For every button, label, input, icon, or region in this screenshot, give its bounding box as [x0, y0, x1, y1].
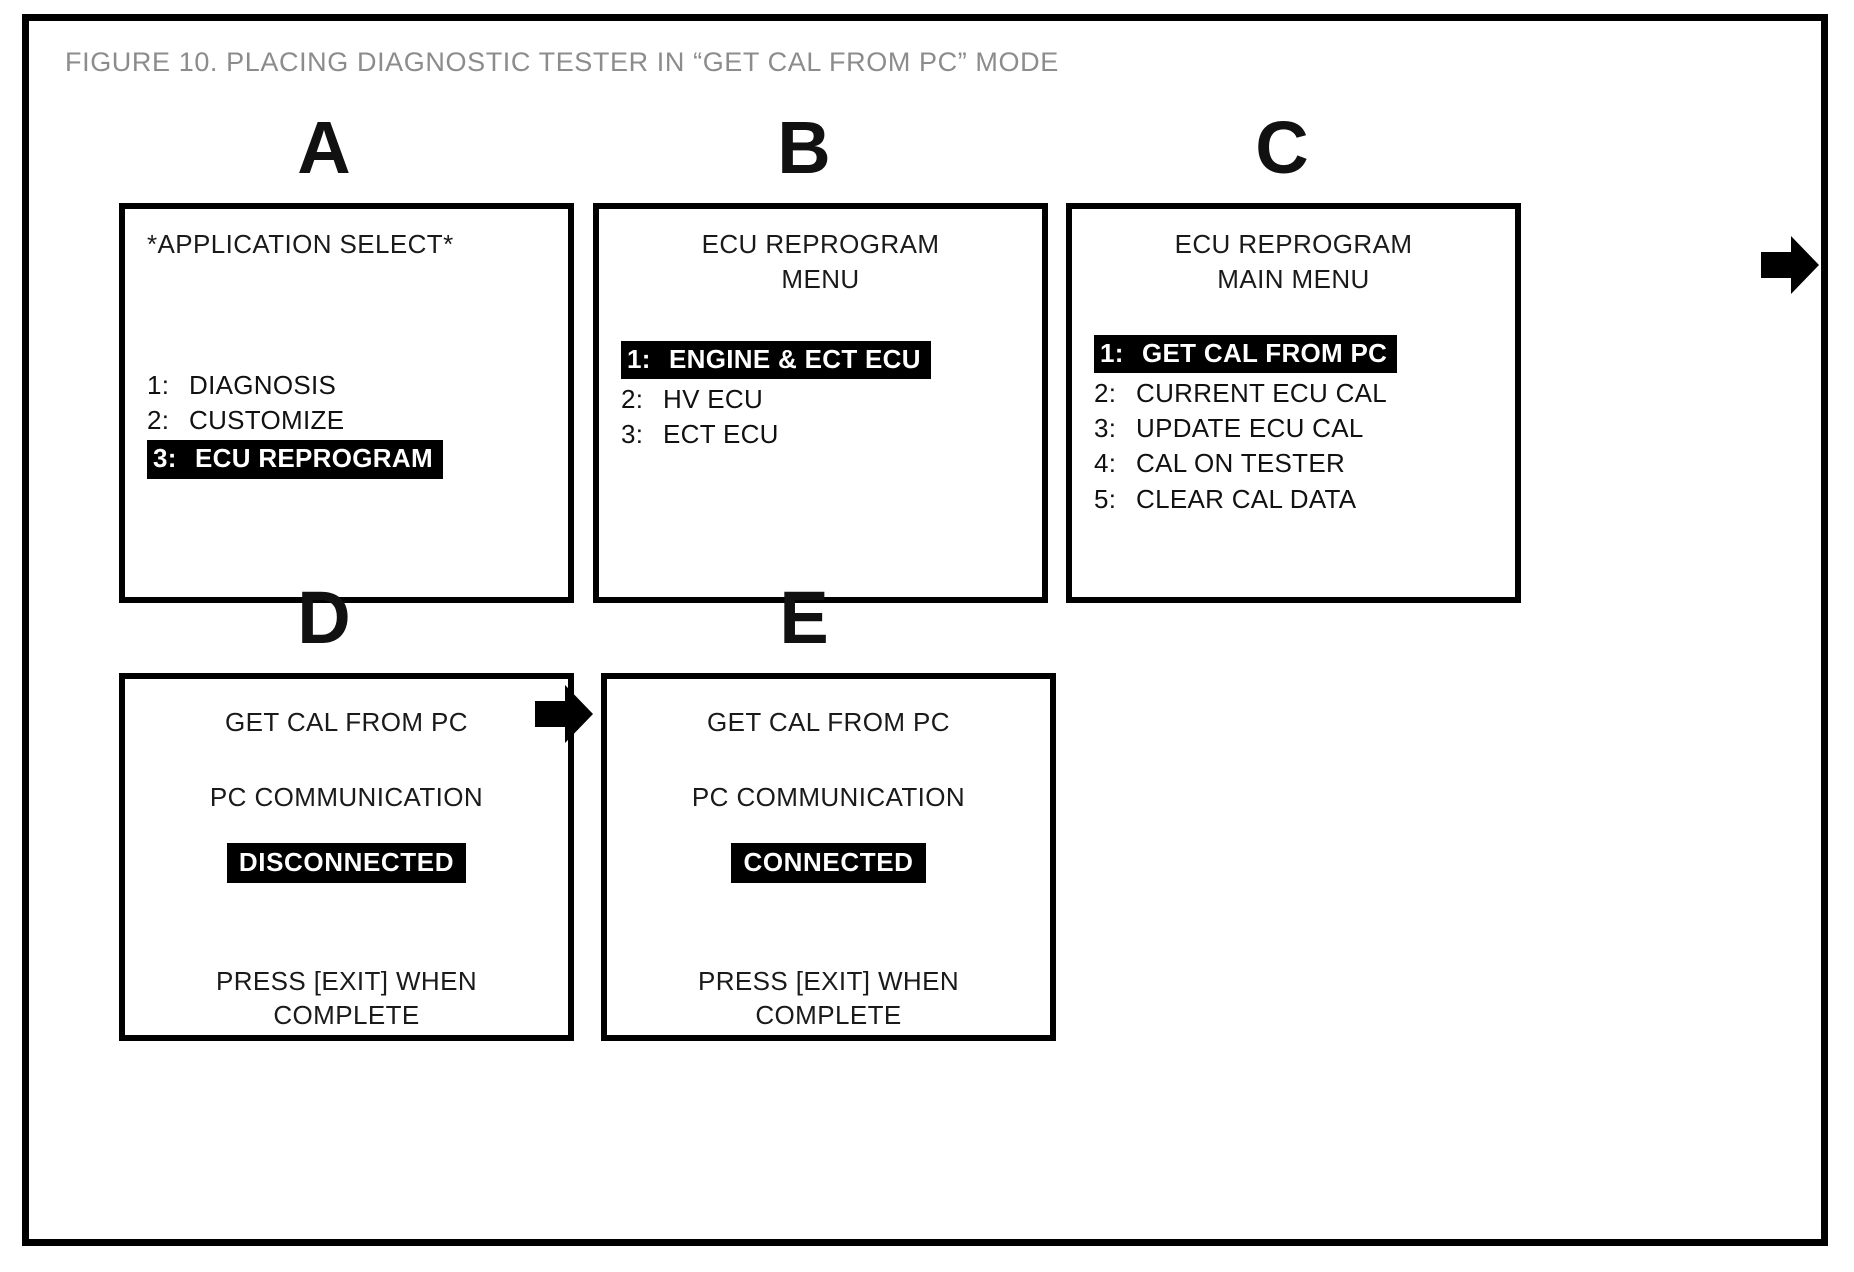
panel-c-title-line2: MAIN MENU	[1217, 263, 1370, 294]
menu-label: ENGINE & ECT ECU	[669, 343, 921, 374]
panel-e-status-badge: CONNECTED	[731, 843, 926, 883]
menu-label: CLEAR CAL DATA	[1136, 483, 1357, 514]
menu-label: UPDATE ECU CAL	[1136, 413, 1364, 444]
menu-item-ecu-reprogram-selected[interactable]: 3: ECU REPROGRAM	[147, 440, 443, 479]
menu-label: CURRENT ECU CAL	[1136, 377, 1388, 408]
menu-item-customize[interactable]: 2: CUSTOMIZE	[147, 403, 568, 438]
panel-d-footer-line2: COMPLETE	[273, 999, 420, 1030]
panel-d-footer-line1: PRESS [EXIT] WHEN	[215, 966, 478, 996]
panel-d-subtitle: PC COMMUNICATION	[209, 782, 484, 812]
menu-index: 1:	[627, 343, 651, 374]
panel-d-get-cal-from-pc-disconnected[interactable]: GET CAL FROM PC PC COMMUNICATION DISCONN…	[119, 673, 574, 1041]
menu-label: CUSTOMIZE	[189, 405, 345, 436]
menu-item-hv-ecu[interactable]: 2: HV ECU	[621, 382, 1042, 417]
menu-item-ect-ecu[interactable]: 3: ECT ECU	[621, 417, 1042, 452]
panel-c-menu: 1: GET CAL FROM PC 2: CURRENT ECU CAL 3: UP…	[1072, 334, 1515, 517]
panel-letter-e: E	[779, 576, 829, 659]
menu-item-clear-cal-data[interactable]: 5: CLEAR CAL DATA	[1094, 482, 1515, 517]
panel-a-title: *APPLICATION SELECT*	[147, 229, 454, 259]
menu-item-current-ecu-cal[interactable]: 2: CURRENT ECU CAL	[1094, 376, 1515, 411]
panel-b-title-line2: MENU	[781, 263, 860, 294]
menu-index: 3:	[1094, 413, 1117, 444]
panel-e-subtitle: PC COMMUNICATION	[691, 782, 966, 812]
menu-label: HV ECU	[663, 383, 764, 414]
panel-letter-a: A	[297, 106, 351, 189]
menu-label: CAL ON TESTER	[1136, 448, 1346, 479]
arrow-c-to-next-icon	[1761, 234, 1819, 296]
menu-label: GET CAL FROM PC	[1142, 337, 1388, 368]
panel-e-title: GET CAL FROM PC	[707, 707, 950, 737]
menu-index: 2:	[147, 405, 170, 436]
panel-b-ecu-reprogram-menu[interactable]: ECU REPROGRAM MENU 1: ENGINE & ECT ECU 2:…	[593, 203, 1048, 603]
panel-c-ecu-reprogram-main-menu[interactable]: ECU REPROGRAM MAIN MENU 1: GET CAL FROM P…	[1066, 203, 1521, 603]
menu-index: 2:	[621, 383, 644, 414]
menu-index: 5:	[1094, 483, 1117, 514]
menu-label: ECT ECU	[663, 419, 779, 450]
panel-e-get-cal-from-pc-connected[interactable]: GET CAL FROM PC PC COMMUNICATION CONNECT…	[601, 673, 1056, 1041]
panel-b-title-line1: ECU REPROGRAM	[701, 229, 940, 259]
panel-a-application-select[interactable]: *APPLICATION SELECT* 1: DIAGNOSIS 2: CUSTO…	[119, 203, 574, 603]
panel-e-footer-line2: COMPLETE	[755, 999, 902, 1030]
menu-index: 1:	[1100, 337, 1124, 368]
panel-b-menu: 1: ENGINE & ECT ECU 2: HV ECU 3: ECT ECU	[599, 340, 1042, 453]
figure-title: FIGURE 10. PLACING DIAGNOSTIC TESTER IN …	[65, 47, 1059, 77]
menu-item-update-ecu-cal[interactable]: 3: UPDATE ECU CAL	[1094, 411, 1515, 446]
panel-e-footer-line1: PRESS [EXIT] WHEN	[697, 966, 960, 996]
figure-frame: FIGURE 10. PLACING DIAGNOSTIC TESTER IN …	[22, 14, 1828, 1246]
menu-item-cal-on-tester[interactable]: 4: CAL ON TESTER	[1094, 446, 1515, 481]
panel-letter-b: B	[777, 106, 831, 189]
panel-letter-d: D	[297, 576, 351, 659]
menu-index: 2:	[1094, 377, 1117, 408]
menu-item-engine-ect-ecu-selected[interactable]: 1: ENGINE & ECT ECU	[621, 340, 931, 379]
menu-index: 3:	[621, 419, 644, 450]
menu-item-diagnosis[interactable]: 1: DIAGNOSIS	[147, 368, 568, 403]
panel-d-status-badge: DISCONNECTED	[226, 843, 467, 883]
menu-index: 4:	[1094, 448, 1117, 479]
menu-index: 1:	[147, 369, 170, 400]
menu-index: 3:	[153, 443, 177, 474]
panel-d-title: GET CAL FROM PC	[225, 707, 468, 737]
menu-item-get-cal-from-pc-selected[interactable]: 1: GET CAL FROM PC	[1094, 334, 1398, 373]
arrow-d-to-e-icon	[535, 683, 593, 745]
menu-label: ECU REPROGRAM	[195, 443, 433, 474]
panel-a-menu: 1: DIAGNOSIS 2: CUSTOMIZE 3: ECU REPROGRAM	[125, 368, 568, 479]
panel-c-title-line1: ECU REPROGRAM	[1174, 229, 1413, 259]
panel-letter-c: C	[1255, 106, 1309, 189]
menu-label: DIAGNOSIS	[189, 369, 337, 400]
